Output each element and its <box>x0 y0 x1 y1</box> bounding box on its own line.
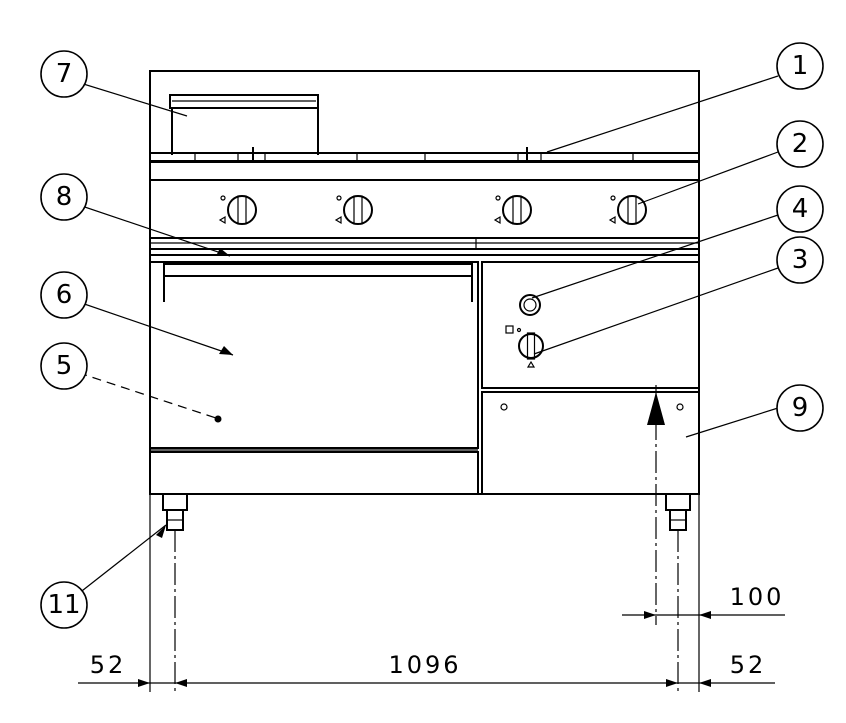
burner-knob-1[interactable] <box>218 195 257 225</box>
oven-control-compartment <box>481 261 700 389</box>
oven-plinth <box>149 451 479 495</box>
lower-compartment <box>481 391 700 495</box>
svg-text:8: 8 <box>56 182 73 212</box>
burner-knob-4[interactable] <box>608 195 647 225</box>
oven-door[interactable] <box>149 261 479 451</box>
drip-strip <box>149 237 700 256</box>
callout-1: 1 <box>776 42 824 90</box>
burner-grates <box>149 147 700 163</box>
callout-4: 4 <box>776 185 824 233</box>
burner-knob-3[interactable] <box>493 195 532 225</box>
callout-2: 2 <box>776 120 824 168</box>
backsplash <box>149 70 700 162</box>
svg-text:1: 1 <box>792 51 809 81</box>
dimension-lines <box>78 385 785 692</box>
callout-11: 11 <box>40 581 88 629</box>
callout-6: 6 <box>40 271 88 319</box>
dim-left-offset: 52 <box>90 651 127 679</box>
top-rim <box>149 161 700 181</box>
adjustable-foot-left <box>162 493 188 531</box>
svg-text:2: 2 <box>792 129 809 159</box>
svg-text:7: 7 <box>56 59 73 89</box>
svg-text:11: 11 <box>47 590 80 620</box>
svg-text:9: 9 <box>792 393 809 423</box>
pilot-light <box>519 294 541 316</box>
svg-text:3: 3 <box>792 245 809 275</box>
oven-thermostat-knob[interactable] <box>505 325 544 368</box>
svg-text:5: 5 <box>56 351 73 381</box>
burner-knob-2[interactable] <box>334 195 373 225</box>
dim-overall-width: 1096 <box>388 651 461 679</box>
dim-right-inset: 100 <box>730 583 785 611</box>
callout-5: 5 <box>40 342 88 390</box>
callout-8: 8 <box>40 173 88 221</box>
griddle-plate <box>169 94 319 155</box>
oven-marker-dot <box>214 415 222 423</box>
svg-text:6: 6 <box>56 280 73 310</box>
svg-text:4: 4 <box>792 194 809 224</box>
callout-9: 9 <box>776 384 824 432</box>
callout-7: 7 <box>40 50 88 98</box>
adjustable-foot-right <box>665 493 691 531</box>
callout-3: 3 <box>776 236 824 284</box>
control-panel <box>149 179 700 239</box>
range-body <box>149 70 700 531</box>
dim-right-offset: 52 <box>730 651 767 679</box>
